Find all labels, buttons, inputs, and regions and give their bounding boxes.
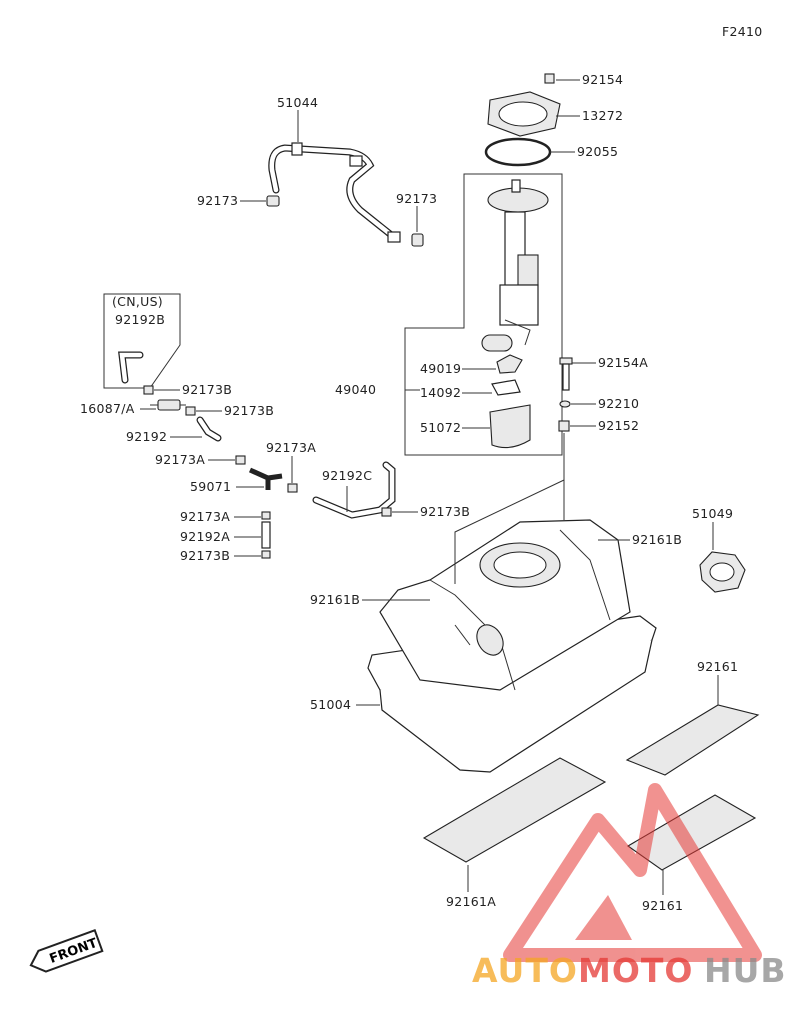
label-92154: 92154 xyxy=(582,72,623,87)
label-92173B-4: 92173B xyxy=(180,548,230,563)
gasket-92055 xyxy=(484,137,552,167)
label-92154A: 92154A xyxy=(598,355,648,370)
cap-51049 xyxy=(699,551,746,593)
label-92173-top-right: 92173 xyxy=(396,191,437,206)
diagram-code: F2410 xyxy=(722,24,763,39)
label-51072: 51072 xyxy=(420,420,461,435)
nut-92152 xyxy=(558,420,570,432)
hose-92192B xyxy=(118,351,144,384)
front-arrow-icon: FRONT xyxy=(29,929,104,973)
clamp-92173B-1 xyxy=(143,385,154,395)
watermark-logo-icon xyxy=(503,783,762,962)
fitting-59071 xyxy=(248,467,283,490)
pad-92161A xyxy=(422,757,607,863)
label-92210: 92210 xyxy=(598,396,639,411)
pad-92161-lower xyxy=(626,794,757,871)
bracket-49040 xyxy=(404,173,563,456)
label-16087A: 16087/A xyxy=(80,401,135,416)
label-51049: 51049 xyxy=(692,506,733,521)
label-92173A-1: 92173A xyxy=(155,452,205,467)
label-59071: 59071 xyxy=(190,479,231,494)
label-49019: 49019 xyxy=(420,361,461,376)
watermark-auto: AUTO xyxy=(472,951,578,990)
clamp-92173B-3 xyxy=(381,507,392,517)
label-49040: 49040 xyxy=(335,382,376,397)
label-92173-top-left: 92173 xyxy=(197,193,238,208)
bolt-92154A xyxy=(559,357,573,391)
label-92173A-3: 92173A xyxy=(180,509,230,524)
label-92173A-2: 92173A xyxy=(266,440,316,455)
label-92173B-1: 92173B xyxy=(182,382,232,397)
hose-92192 xyxy=(196,416,222,442)
label-92192C: 92192C xyxy=(322,468,372,483)
washer-92210 xyxy=(559,400,571,408)
leader-92161B-2-up xyxy=(454,479,565,584)
hose-51044 xyxy=(268,142,401,243)
label-cn-us: (CN,US) xyxy=(112,294,163,309)
cnus-box xyxy=(103,293,181,389)
part-49019 xyxy=(496,354,523,374)
part-14092 xyxy=(491,379,521,396)
label-92161A: 92161A xyxy=(446,894,496,909)
label-14092: 14092 xyxy=(420,385,461,400)
label-51044: 51044 xyxy=(277,95,318,110)
clamp-92173-right xyxy=(411,233,424,247)
label-92161B-2: 92161B xyxy=(310,592,360,607)
plate-13272 xyxy=(487,91,561,137)
bolt-92154 xyxy=(544,73,555,84)
hose-stack-92192A xyxy=(261,511,271,559)
hose-92192C xyxy=(312,461,396,519)
clamp-92173-left xyxy=(266,195,280,207)
label-92161-1: 92161 xyxy=(697,659,738,674)
filter-51072 xyxy=(489,404,531,449)
label-92173B-3: 92173B xyxy=(420,504,470,519)
fuel-pump-49040 xyxy=(481,179,549,352)
label-92192B: 92192B xyxy=(115,312,165,327)
label-51004: 51004 xyxy=(310,697,351,712)
label-92161-2: 92161 xyxy=(642,898,683,913)
filter-16087A xyxy=(150,399,186,411)
label-92152: 92152 xyxy=(598,418,639,433)
watermark-moto: MOTO xyxy=(578,951,693,990)
pad-92161-upper xyxy=(625,704,760,776)
clamp-92173A-2 xyxy=(287,483,298,493)
label-92161B-1: 92161B xyxy=(632,532,682,547)
label-92192: 92192 xyxy=(126,429,167,444)
fuel-tank-51004 xyxy=(367,519,657,773)
label-13272: 13272 xyxy=(582,108,623,123)
watermark-hub: HUB xyxy=(704,951,787,990)
label-92173B-2: 92173B xyxy=(224,403,274,418)
label-92055: 92055 xyxy=(577,144,618,159)
clamp-92173A-1 xyxy=(235,455,246,465)
label-92192A: 92192A xyxy=(180,529,230,544)
clamp-92173B-2 xyxy=(185,406,196,416)
